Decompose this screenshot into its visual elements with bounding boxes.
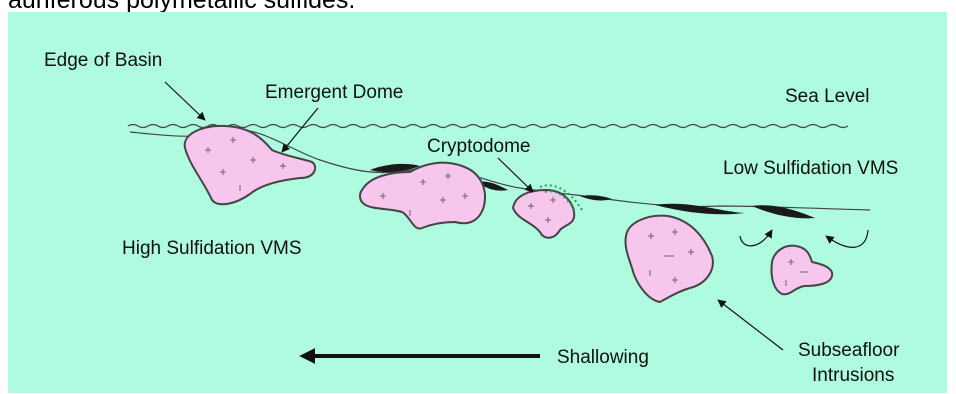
shallowing-label: Shallowing <box>557 347 649 368</box>
edge-of-basin-arrow <box>165 82 205 120</box>
low-sulfidation-label: Low Sulfidation VMS <box>723 158 898 179</box>
edge-of-basin-label: Edge of Basin <box>44 50 162 71</box>
subseafloor-label-line2: Intrusions <box>812 365 894 386</box>
emergent-dome-label: Emergent Dome <box>265 82 403 103</box>
emergent-dome <box>185 126 315 204</box>
sea-level-label: Sea Level <box>785 86 870 107</box>
subseafloor-intrusion <box>771 246 832 295</box>
subseafloor-intrusion <box>625 216 712 302</box>
cryptodome-label: Cryptodome <box>427 136 531 157</box>
subseafloor-label-line1: Subseafloor <box>798 340 900 361</box>
circulation-arrow-right <box>826 230 868 247</box>
emergent-dome-arrow <box>282 108 318 152</box>
circulation-arrow-left <box>740 230 772 246</box>
sulfide-lens <box>580 195 612 200</box>
sulfide-lens <box>655 204 745 215</box>
subseafloor-arrow <box>718 300 783 350</box>
high-sulfidation-label: High Sulfidation VMS <box>122 238 302 259</box>
